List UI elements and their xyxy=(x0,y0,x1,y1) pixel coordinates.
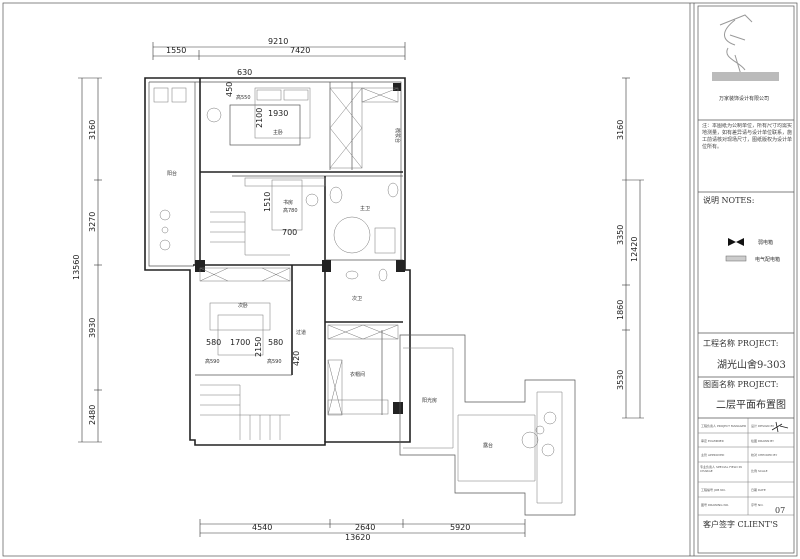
top-dimensions xyxy=(152,42,406,79)
dim-580a: 580 xyxy=(206,338,221,347)
room-dressing-table: 梳妆台 xyxy=(394,128,401,143)
field-label: 工程负责人 PROJECT MANAGER xyxy=(701,423,746,428)
field-label: 审定 EXAMINER xyxy=(701,438,724,443)
dim-420: 420 xyxy=(292,351,301,366)
field-label: 校对 CHECKED BY xyxy=(751,452,777,457)
field-label: 设计 DESIGN BY xyxy=(751,423,774,428)
balcony-chairs xyxy=(153,87,222,251)
drawing-label: 图面名称 PROJECT: xyxy=(703,379,778,389)
dim-700: 700 xyxy=(282,228,297,237)
dim-left-total: 13560 xyxy=(72,255,81,280)
dim-left-2: 3270 xyxy=(88,212,97,232)
dim-bottom-2: 2640 xyxy=(355,523,375,532)
room-second-bath: 次卫 xyxy=(352,295,362,302)
dim-bottom-1: 4540 xyxy=(252,523,272,532)
dim-right-2: 3350 xyxy=(616,225,625,245)
bathroom-fixtures xyxy=(329,182,399,282)
company-logo xyxy=(712,14,779,81)
electric-distribution-box-icon xyxy=(725,255,747,262)
room-cloakroom: 衣帽间 xyxy=(350,371,365,378)
room-sunroom: 阳光房 xyxy=(422,397,437,404)
dim-top-1: 1550 xyxy=(166,46,186,55)
dim-top-2: 7420 xyxy=(290,46,310,55)
company-name: 万家装饰设计有限公司 xyxy=(719,95,769,102)
sunroom-and-terrace xyxy=(399,334,576,516)
dim-top-total: 9210 xyxy=(268,37,288,46)
dim-1510: 1510 xyxy=(263,192,272,212)
study-height: 高780 xyxy=(283,207,298,214)
title-block: 万家装饰设计有限公司 注：本图纸为公制单位，所有尺寸均需实地测量，如有差异请与设… xyxy=(697,5,795,554)
dim-450: 450 xyxy=(225,82,234,97)
cloakroom-closets xyxy=(327,324,399,416)
field-label: 绘图 DRAWN BY xyxy=(751,438,774,443)
dim-1930: 1930 xyxy=(268,109,288,118)
room-study: 书房 xyxy=(283,199,293,206)
study-desk xyxy=(244,177,326,231)
field-label: 工程编号 JOB NO. xyxy=(701,487,726,492)
dim-580b: 580 xyxy=(268,338,283,347)
staircase xyxy=(200,211,290,440)
bottom-dimensions xyxy=(199,519,526,537)
weak-current-box-icon xyxy=(728,238,744,246)
dim-bottom-3: 5920 xyxy=(450,523,470,532)
field-label: 比例 SCALE xyxy=(751,468,768,473)
field-label: 序号 NO. xyxy=(751,502,763,507)
dim-right-1: 3160 xyxy=(616,120,625,140)
legend-weak-current: 弱电箱 xyxy=(758,239,773,246)
dim-1700: 1700 xyxy=(230,338,250,347)
legend-electric-box: 电气配电箱 xyxy=(755,256,780,263)
field-label: 日期 DATE xyxy=(751,487,766,492)
height-590-left: 高590 xyxy=(205,358,220,365)
left-dimensions xyxy=(78,77,102,443)
dim-left-4: 2480 xyxy=(88,405,97,425)
dim-left-3: 3930 xyxy=(88,318,97,338)
height-550: 高550 xyxy=(236,94,251,101)
field-label: 主管 APPROVED xyxy=(701,452,725,457)
master-closet xyxy=(329,87,399,169)
field-label: 图号 DRAWING NO. xyxy=(701,502,729,507)
structural-columns xyxy=(195,83,405,414)
sheet-number: 07 xyxy=(775,506,785,515)
drawing-name: 二层平面布置图 xyxy=(716,399,786,411)
room-master-bath: 主卫 xyxy=(360,205,370,212)
room-balcony: 阳台 xyxy=(167,170,177,177)
dim-2150: 2150 xyxy=(254,337,263,357)
dim-right-4: 3530 xyxy=(616,370,625,390)
dim-2100: 2100 xyxy=(255,108,264,128)
second-bedroom-furniture xyxy=(199,267,291,356)
room-corridor: 过道 xyxy=(296,329,306,336)
room-terrace: 露台 xyxy=(483,442,493,449)
master-bed xyxy=(229,87,311,146)
dim-right-total: 12420 xyxy=(630,237,639,262)
project-name: 湖光山舍9-303 xyxy=(717,358,786,371)
notes-heading: 说明 NOTES: xyxy=(703,195,754,205)
dim-top-detail: 630 xyxy=(237,68,252,77)
client-signature-label: 客户签字 CLIENT'S xyxy=(703,519,778,529)
field-label: 专业负责人 SPECIAL FIELD IN CHARGE xyxy=(700,465,742,473)
project-label: 工程名称 PROJECT: xyxy=(703,338,778,348)
signature xyxy=(771,421,789,433)
height-590-right: 高590 xyxy=(267,358,282,365)
dim-bottom-total: 13620 xyxy=(345,533,370,542)
dim-left-1: 3160 xyxy=(88,120,97,140)
right-dimensions xyxy=(622,77,644,419)
room-second-bedroom: 次卧 xyxy=(238,302,248,309)
dim-right-3: 1860 xyxy=(616,300,625,320)
room-master-bedroom: 主卧 xyxy=(273,129,283,136)
notes-text: 注：本图纸为公制单位，所有尺寸均需实地测量，如有差异请与设计单位联系，施工前请核… xyxy=(702,123,792,150)
title-fields: 工程负责人 PROJECT MANAGER 设计 DESIGN BY 审定 EX… xyxy=(698,421,794,516)
